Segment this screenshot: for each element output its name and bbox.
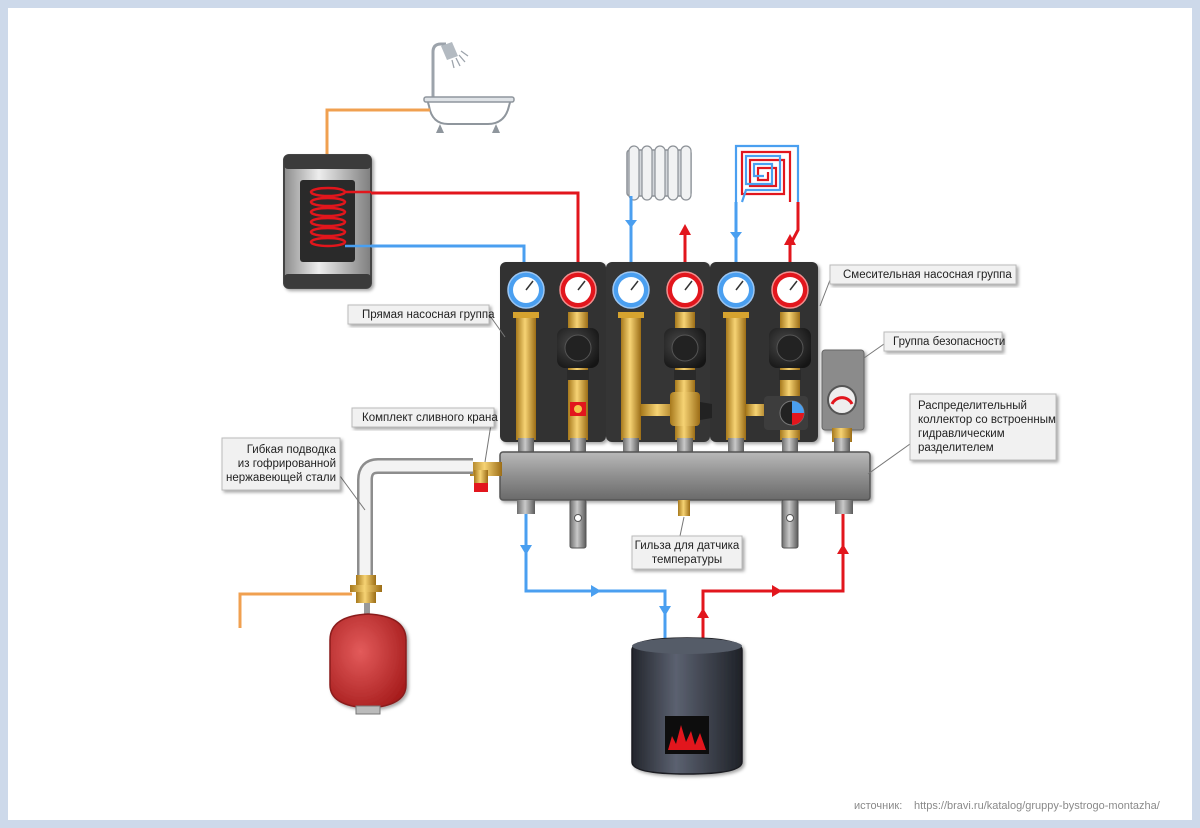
flow-arrow-icon bbox=[679, 224, 691, 235]
svg-text:Смесительная насосная группа: Смесительная насосная группа bbox=[843, 269, 1012, 281]
svg-text:Комплект сливного крана: Комплект сливного крана bbox=[362, 412, 498, 424]
label-manifold: Распределительный коллектор со встроенны… bbox=[909, 393, 1057, 461]
radiator-icon bbox=[626, 145, 692, 201]
label-safety-group: Группа безопасности bbox=[883, 331, 1005, 352]
safety-group bbox=[821, 349, 865, 442]
underfloor-heating-icon bbox=[734, 144, 800, 203]
distribution-manifold bbox=[499, 451, 871, 501]
boiler-icon bbox=[631, 637, 743, 775]
pump-icon bbox=[641, 312, 712, 440]
pump-icon bbox=[746, 312, 811, 440]
svg-text:коллектор со встроенным: коллектор со встроенным bbox=[918, 414, 1056, 426]
water-supply-pipe bbox=[238, 592, 352, 628]
label-mixing-group: Смесительная насосная группа bbox=[829, 264, 1017, 285]
flow-arrow-icon bbox=[730, 232, 742, 240]
thermometer-icon bbox=[507, 271, 545, 309]
brass-return-pipe bbox=[516, 312, 536, 440]
source-url[interactable]: https://bravi.ru/katalog/gruppy-bystrogo… bbox=[914, 800, 1161, 812]
boiler-supply-pipe bbox=[701, 514, 845, 640]
svg-text:Гибкая подводка: Гибкая подводка bbox=[247, 444, 337, 456]
flow-arrow-icon bbox=[659, 606, 671, 616]
label-direct-group: Прямая насосная группа bbox=[347, 304, 495, 325]
flow-arrow-icon bbox=[837, 544, 849, 554]
flow-arrow-icon bbox=[697, 608, 709, 618]
svg-text:разделителем: разделителем bbox=[918, 442, 994, 454]
hot-water-supply-pipe bbox=[325, 108, 430, 157]
label-drain-kit: Комплект сливного крана bbox=[351, 407, 498, 428]
flexible-steel-hose bbox=[357, 458, 473, 585]
flow-arrow-icon bbox=[520, 545, 532, 555]
svg-text:нержавеющей стали: нержавеющей стали bbox=[226, 472, 336, 484]
thermometer-icon bbox=[666, 271, 704, 309]
svg-text:температуры: температуры bbox=[652, 554, 722, 566]
svg-text:из гофрированной: из гофрированной bbox=[238, 458, 336, 470]
svg-text:Группа безопасности: Группа безопасности bbox=[893, 336, 1005, 348]
thermometer-icon bbox=[717, 271, 755, 309]
shower-icon bbox=[431, 42, 469, 100]
label-flex-hose: Гибкая подводка из гофрированной нержаве… bbox=[221, 437, 341, 491]
boiler-return-pipe bbox=[524, 514, 667, 640]
thermometer-icon bbox=[771, 271, 809, 309]
drain-valve bbox=[470, 462, 502, 492]
heater-hot-pipe bbox=[371, 191, 580, 270]
floor-supply-pipe bbox=[788, 202, 800, 268]
expansion-tank-icon bbox=[329, 575, 407, 715]
flow-arrow-icon bbox=[625, 220, 637, 228]
source-prefix: источник: bbox=[854, 800, 902, 812]
svg-text:гидравлическим: гидравлическим bbox=[918, 428, 1005, 440]
bathtub-icon bbox=[423, 96, 515, 133]
flame-icon bbox=[668, 725, 706, 750]
sensor-sleeve bbox=[678, 500, 690, 516]
flow-arrow-icon bbox=[591, 585, 601, 597]
svg-text:Гильза для датчика: Гильза для датчика bbox=[635, 540, 740, 552]
svg-text:Распределительный: Распределительный bbox=[918, 400, 1027, 412]
brass-return-pipe bbox=[726, 312, 746, 440]
flow-arrow-icon bbox=[784, 234, 796, 245]
pump-icon bbox=[557, 312, 599, 440]
brass-return-pipe bbox=[621, 312, 641, 440]
svg-text:Прямая насосная группа: Прямая насосная группа bbox=[362, 309, 495, 321]
thermometer-icon bbox=[559, 271, 597, 309]
flow-arrow-icon bbox=[772, 585, 782, 597]
water-heater-tank-icon bbox=[283, 154, 372, 289]
label-sensor-sleeve: Гильза для датчика температуры bbox=[631, 535, 743, 570]
thermometer-icon bbox=[612, 271, 650, 309]
